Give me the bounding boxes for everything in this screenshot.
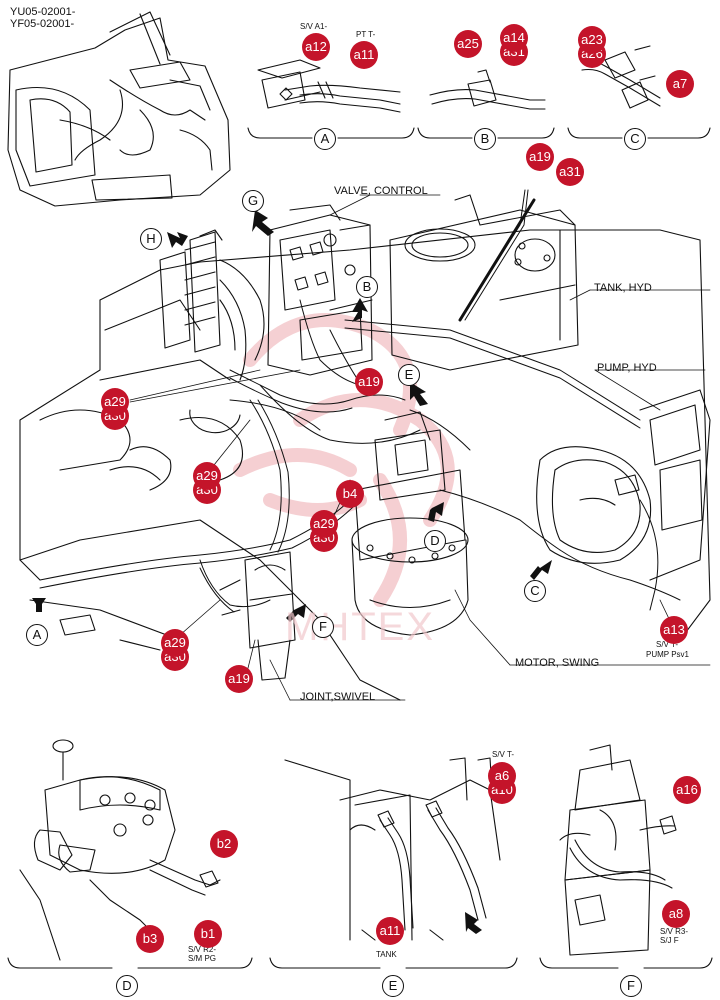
pointer-arrows: [32, 210, 552, 622]
callout-a25[interactable]: a25: [454, 30, 482, 58]
callout-a29-4[interactable]: a29: [161, 629, 189, 657]
callout-a29-2[interactable]: a29: [193, 462, 221, 490]
swivel-joint-art: [219, 551, 296, 681]
callout-a8[interactable]: a8: [662, 900, 690, 928]
view-label-d-bottom[interactable]: D: [116, 975, 138, 997]
callout-b3[interactable]: b3: [136, 925, 164, 953]
callout-a12[interactable]: a12: [302, 33, 330, 61]
text-sv-t-e: S/V T-: [492, 750, 515, 759]
view-label-b-top[interactable]: B: [474, 128, 496, 150]
callout-a11-top[interactable]: a11: [350, 41, 378, 69]
pointer-line-a19-a31: [458, 198, 536, 322]
callout-a31-top[interactable]: a31: [556, 158, 584, 186]
pump-hyd-art: [536, 389, 711, 581]
serial-line-1: YU05-02001-: [10, 6, 76, 18]
text-sv-t-pump: S/V T-: [656, 640, 679, 649]
callout-a11-e[interactable]: a11: [376, 917, 404, 945]
text-sj-f: S/J F: [660, 936, 679, 945]
text-sv-a1: S/V A1-: [300, 22, 328, 31]
view-label-g[interactable]: G: [242, 190, 264, 212]
detail-f-art: [539, 744, 713, 969]
view-label-a[interactable]: A: [26, 624, 48, 646]
detail-d-art: [7, 739, 253, 969]
text-sm-pg: S/M PG: [188, 954, 217, 963]
detail-a-art: [247, 59, 415, 139]
watermark-text: ΜΗΤΕΧ: [285, 605, 435, 649]
callout-b2[interactable]: b2: [210, 830, 238, 858]
label-pump-hyd: PUMP, HYD: [597, 362, 657, 374]
view-label-a-top[interactable]: A: [314, 128, 336, 150]
serial-line-2: YF05-02001-: [10, 18, 75, 30]
text-pt-t: PT T-: [356, 30, 376, 39]
text-pump-psv1: PUMP Psv1: [646, 650, 689, 659]
view-label-h[interactable]: H: [140, 228, 162, 250]
label-motor-swing: MOTOR, SWING: [515, 657, 600, 669]
view-label-e[interactable]: E: [398, 364, 420, 386]
view-label-d[interactable]: D: [424, 530, 446, 552]
text-tank: TANK: [376, 950, 397, 959]
callout-b1[interactable]: b1: [194, 920, 222, 948]
machine-overview: [7, 11, 231, 207]
text-sv-r3: S/V R3-: [660, 927, 689, 936]
view-label-f-bottom[interactable]: F: [620, 975, 642, 997]
view-label-e-bottom[interactable]: E: [382, 975, 404, 997]
callout-a19-low[interactable]: a19: [225, 665, 253, 693]
callout-a7[interactable]: a7: [666, 70, 694, 98]
callout-a13[interactable]: a13: [660, 616, 688, 644]
callout-a6[interactable]: a6: [488, 762, 516, 790]
view-label-c[interactable]: C: [524, 580, 546, 602]
callout-a23[interactable]: a23: [578, 26, 606, 54]
watermark-crest: [233, 313, 455, 607]
detail-b-art: [417, 69, 555, 139]
tank-hyd-art: [389, 194, 579, 371]
view-label-f[interactable]: F: [312, 616, 334, 638]
detail-c-art: [567, 45, 711, 139]
callout-a29-3[interactable]: a29: [310, 510, 338, 538]
label-tank-hyd: TANK, HYD: [594, 282, 652, 294]
callout-a19-mid[interactable]: a19: [355, 368, 383, 396]
callout-a16[interactable]: a16: [673, 776, 701, 804]
view-label-c-top[interactable]: C: [624, 128, 646, 150]
manifold-h-art: [159, 229, 265, 381]
text-sv-r2: S/V R2-: [188, 945, 217, 954]
motor-swing-art: [351, 411, 469, 636]
label-joint-swivel: JOINT,SWIVEL: [300, 691, 376, 703]
view-label-b[interactable]: B: [356, 276, 378, 298]
detail-e-art: [269, 757, 518, 969]
callout-a14[interactable]: a14: [500, 24, 528, 52]
label-valve-control: VALVE, CONTROL: [334, 185, 428, 197]
callout-a29-1[interactable]: a29: [101, 388, 129, 416]
callout-b4[interactable]: b4: [336, 480, 364, 508]
callout-a19-top[interactable]: a19: [526, 143, 554, 171]
